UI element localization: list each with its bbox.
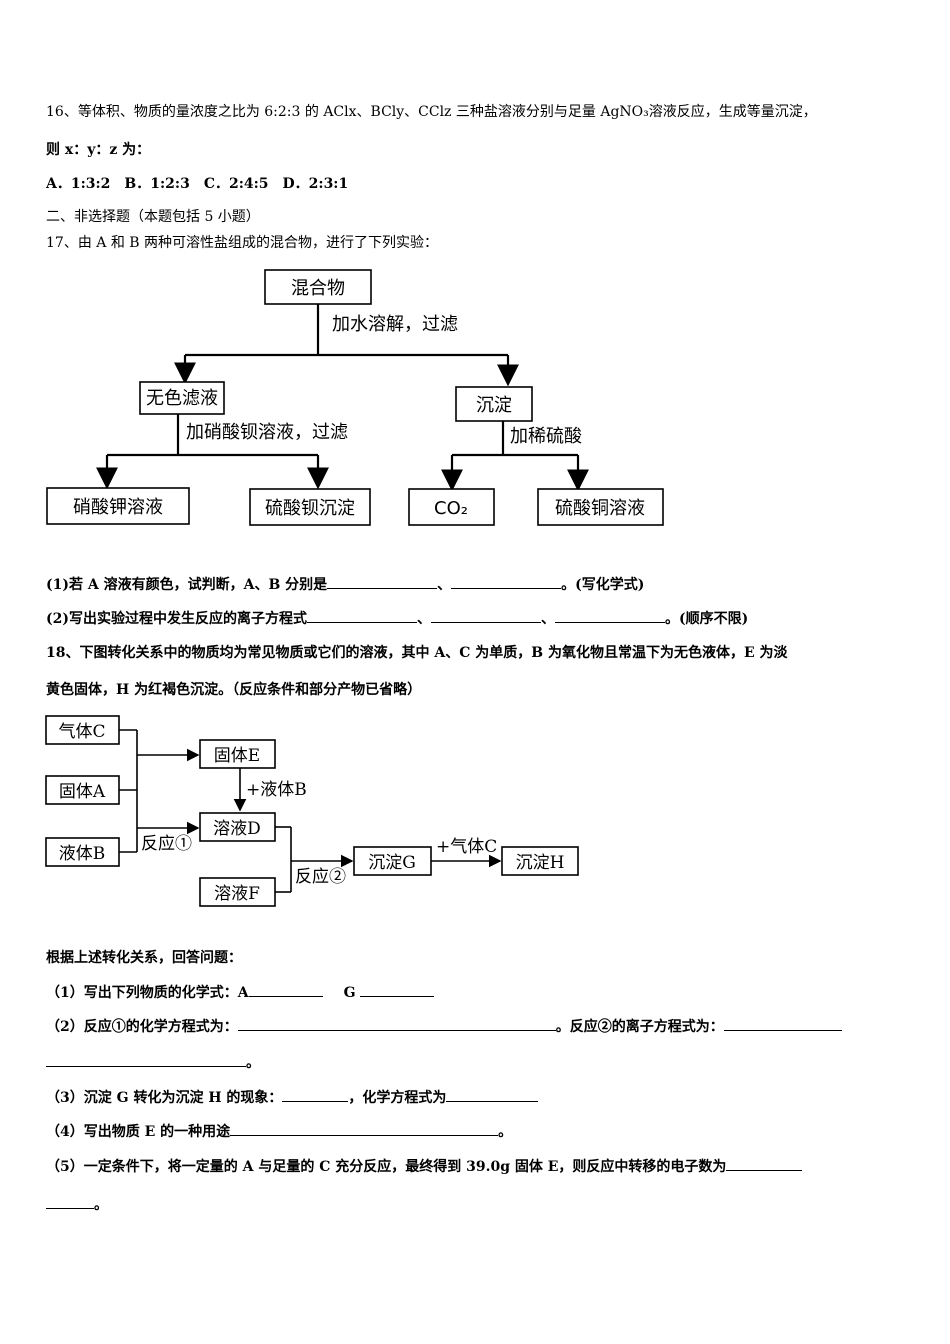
box-solution-f xyxy=(199,877,276,907)
answer-blank[interactable] xyxy=(431,608,541,623)
label-step2: 加硝酸钡溶液，过滤 xyxy=(186,422,348,443)
label-mixture: 混合物 xyxy=(291,278,345,299)
q18-sub4: （4）写出物质 E 的一种用途 。 xyxy=(46,1121,512,1142)
q18-sub1-g: G xyxy=(343,985,356,1001)
label-solution-f: 溶液F xyxy=(214,884,260,904)
label-precip-h: 沉淀H xyxy=(516,853,565,873)
label-liquid-b: 液体B xyxy=(59,844,106,864)
q17-part2-sep2: 、 xyxy=(541,611,555,627)
box-gas-c xyxy=(45,715,120,745)
box-solution-d xyxy=(199,812,276,842)
q18-sub4-tail: 。 xyxy=(498,1124,513,1140)
box-precipitate xyxy=(455,386,533,422)
answer-blank[interactable] xyxy=(307,608,417,623)
q18-sub5-cont: 。 xyxy=(46,1194,108,1215)
box-precip-g xyxy=(353,846,432,876)
answer-blank[interactable] xyxy=(282,1087,349,1102)
box-solid-a xyxy=(45,775,120,805)
label-cuso4: 硫酸铜溶液 xyxy=(555,498,645,519)
label-reaction2: 反应② xyxy=(295,867,346,887)
q18-sub2: （2）反应①的化学方程式为： 。反应②的离子方程式为： xyxy=(46,1016,842,1037)
q17-flowchart: 混合物 加水溶解，过滤 无色滤液 沉淀 加硝酸钡溶液，过滤 加稀硫酸 硝酸钾溶液… xyxy=(46,269,664,526)
q18-sub1-text: （1）写出下列物质的化学式：A xyxy=(46,985,249,1001)
label-step1: 加水溶解，过滤 xyxy=(332,314,458,335)
box-filtrate xyxy=(139,381,225,415)
box-liquid-b xyxy=(45,837,120,867)
answer-blank[interactable] xyxy=(451,574,562,589)
label-precipitate: 沉淀 xyxy=(476,395,512,416)
label-plus-liquid-b: +液体B xyxy=(246,780,307,800)
q18-sub5-tail: 。 xyxy=(94,1197,108,1213)
box-kno3 xyxy=(46,487,190,525)
answer-blank[interactable] xyxy=(555,608,665,623)
q18-sub3: （3）沉淀 G 转化为沉淀 H 的现象： ，化学方程式为 xyxy=(46,1087,539,1108)
q17-intro: 17、由 A 和 B 两种可溶性盐组成的混合物，进行了下列实验： xyxy=(46,235,439,251)
q17-part1-text: (1)若 A 溶液有颜色，试判断，A、B 分别是 xyxy=(46,577,328,593)
label-baso4: 硫酸钡沉淀 xyxy=(265,498,355,519)
q17-part2-tail: 。(顺序不限) xyxy=(665,611,749,627)
label-gas-c: 气体C xyxy=(58,722,105,742)
answer-blank[interactable] xyxy=(446,1087,539,1102)
q17-part2-text: (2)写出实验过程中发生反应的离子方程式 xyxy=(46,611,307,627)
q18-sub5-text: （5）一定条件下，将一定量的 A 与足量的 C 充分反应，最终得到 39.0g … xyxy=(46,1159,727,1175)
q18-sub3-text: （3）沉淀 G 转化为沉淀 H 的现象： xyxy=(46,1090,283,1106)
q18-sub2-mid: 。反应②的离子方程式为： xyxy=(555,1019,724,1035)
q16-options: A．1:3:2 B．1:2:3 C．2:4:5 D．2:3:1 xyxy=(46,176,349,192)
section-header: 二、非选择题（本题包括 5 小题） xyxy=(46,209,260,225)
answer-blank[interactable] xyxy=(230,1121,499,1136)
box-cuso4 xyxy=(537,488,664,526)
box-solid-e xyxy=(199,739,276,769)
q18-sub4-text: （4）写出物质 E 的一种用途 xyxy=(46,1124,231,1140)
label-kno3: 硝酸钾溶液 xyxy=(73,497,163,518)
answer-blank[interactable] xyxy=(726,1156,803,1171)
answer-blank[interactable] xyxy=(46,1194,94,1209)
box-precip-h xyxy=(501,846,579,876)
label-filtrate: 无色滤液 xyxy=(146,388,218,409)
label-precip-g: 沉淀G xyxy=(368,853,416,873)
q17-part2: (2)写出实验过程中发生反应的离子方程式 、 、 。(顺序不限) xyxy=(46,608,748,629)
q18-stem-line1: 18、下图转化关系中的物质均为常见物质或它们的溶液，其中 A、C 为单质，B 为… xyxy=(46,645,788,661)
q18-sub2-text: （2）反应①的化学方程式为： xyxy=(46,1019,238,1035)
box-baso4 xyxy=(249,488,371,526)
label-step3: 加稀硫酸 xyxy=(510,426,582,447)
q18-sub2-cont: 。 xyxy=(46,1052,260,1073)
label-solution-d: 溶液D xyxy=(213,819,261,839)
q18-sub1: （1）写出下列物质的化学式：A G xyxy=(46,982,435,1003)
q16-stem-line1: 16、等体积、物质的量浓度之比为 6:2:3 的 AClx、BCly、CClz … xyxy=(46,104,817,120)
q18-stem-line2: 黄色固体，H 为红褐色沉淀。（反应条件和部分产物已省略） xyxy=(46,682,422,698)
box-co2 xyxy=(408,488,495,526)
answer-blank[interactable] xyxy=(46,1052,246,1067)
q18-sub2-tail: 。 xyxy=(246,1055,260,1071)
answer-blank[interactable] xyxy=(248,982,323,997)
label-co2: CO₂ xyxy=(434,498,468,519)
q18-sub3-mid: ，化学方程式为 xyxy=(348,1090,447,1106)
q17-part2-sep: 、 xyxy=(417,611,431,627)
label-solid-a: 固体A xyxy=(59,782,106,802)
answer-blank[interactable] xyxy=(237,1016,556,1031)
q17-part1-tail: 。(写化学式) xyxy=(561,577,645,593)
q18-sub5: （5）一定条件下，将一定量的 A 与足量的 C 充分反应，最终得到 39.0g … xyxy=(46,1156,803,1177)
q18-intro: 根据上述转化关系，回答问题： xyxy=(46,950,242,966)
q16-stem-line2: 则 x：y：z 为： xyxy=(46,142,151,158)
q18-flowchart: 气体C 固体A 液体B 固体E +液体B 反应① 溶液D 溶液F 反应② 沉淀G… xyxy=(45,715,579,907)
answer-blank[interactable] xyxy=(723,1016,842,1031)
answer-blank[interactable] xyxy=(360,982,435,997)
q17-part1: (1)若 A 溶液有颜色，试判断，A、B 分别是 、 。(写化学式) xyxy=(46,574,644,595)
q17-part1-sep: 、 xyxy=(437,577,452,593)
label-plus-gas-c: +气体C xyxy=(436,837,497,857)
label-reaction1: 反应① xyxy=(141,834,192,854)
answer-blank[interactable] xyxy=(327,574,438,589)
label-solid-e: 固体E xyxy=(214,746,260,766)
